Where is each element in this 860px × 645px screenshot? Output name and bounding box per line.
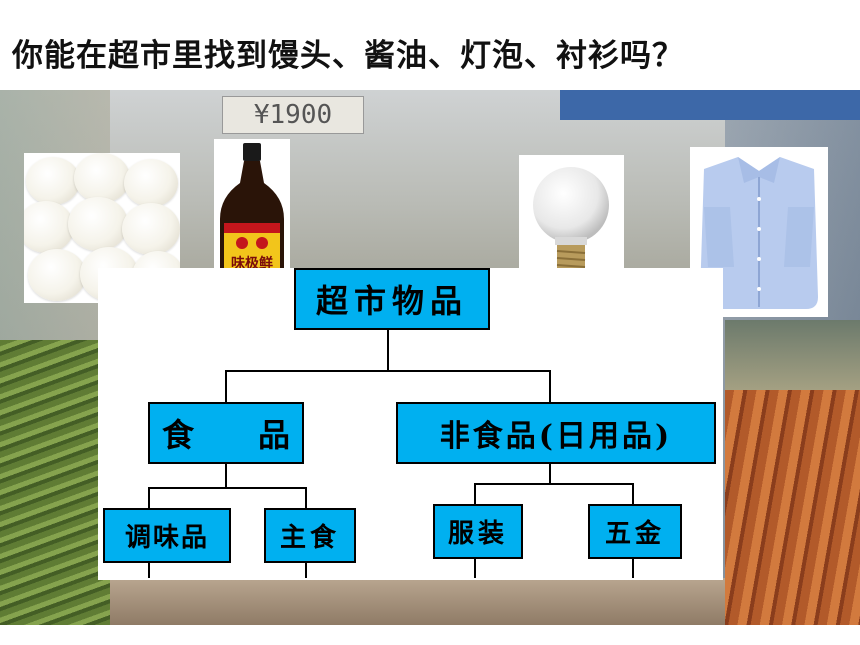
connector-food-down [225,462,227,488]
connector-root-down [387,328,389,371]
floor [110,578,725,625]
shirt-icon [690,147,828,317]
connector-level1-bar [225,370,551,372]
bun [28,249,86,301]
node-clothing: 服装 [433,504,523,559]
connector-staple-up [305,487,307,509]
connector-food-bar [148,487,307,489]
node-seasoning: 调味品 [103,508,231,563]
connector-hardware-down [632,557,634,578]
bun [74,153,130,203]
bun [122,203,180,255]
connector-seasoning-down [148,561,150,578]
connector-nonfood-up [549,370,551,403]
node-staple-food: 主食 [264,508,356,563]
node-hardware: 五金 [588,504,682,559]
connector-seasoning-up [148,487,150,509]
connector-nonfood-bar [474,483,634,485]
connector-clothing-down [474,557,476,578]
shirt-image [690,147,828,317]
connector-clothing-up [474,483,476,505]
connector-food-up [225,370,227,403]
connector-staple-down [305,561,307,578]
sausage-shelf [725,390,860,625]
bun [26,157,80,205]
store-banner [560,90,860,120]
connector-nonfood-down [549,462,551,484]
node-supermarket-items: 超市物品 [294,268,490,330]
light-bulb-icon [519,155,624,290]
vegetable-shelf [0,340,110,625]
connector-hardware-up [632,483,634,505]
question-title: 你能在超市里找到馒头、酱油、灯泡、衬衫吗？ [12,38,684,74]
bun [124,159,178,207]
price-sign: ¥1900 [222,96,364,134]
node-non-food: 非食品(日用品) [396,402,716,464]
bun [24,201,74,253]
shelf-upper [725,320,860,390]
light-bulb-image [519,155,624,290]
node-food: 食 品 [148,402,304,464]
bun [68,197,128,251]
